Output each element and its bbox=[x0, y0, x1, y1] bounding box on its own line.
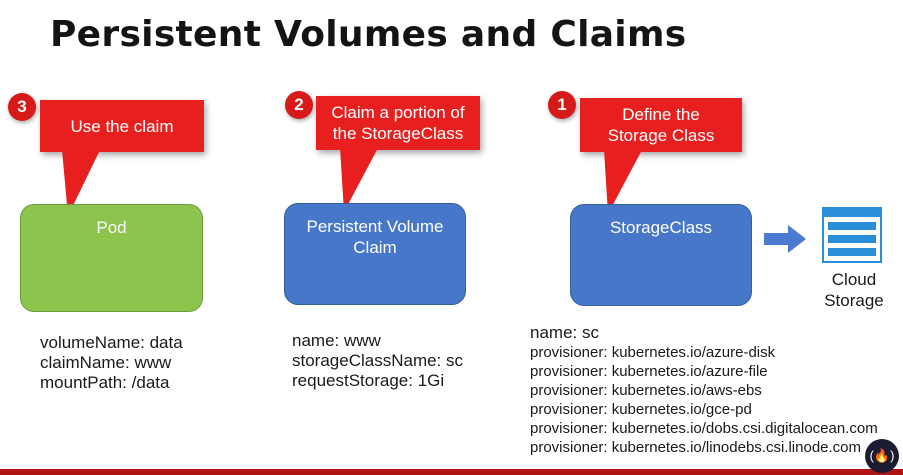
property-line: name: sc bbox=[530, 323, 599, 342]
pvc-label: Persistent Volume Claim bbox=[306, 217, 444, 257]
callout-text: Define the Storage Class bbox=[607, 105, 715, 145]
callout-claim-portion: Claim a portion of the StorageClass bbox=[316, 96, 480, 150]
freecodecamp-logo-icon: (🔥) bbox=[865, 439, 899, 473]
callout-use-the-claim: Use the claim bbox=[40, 100, 204, 152]
property-line: provisioner: kubernetes.io/linodebs.csi.… bbox=[530, 439, 862, 456]
property-line: name: www bbox=[292, 331, 381, 350]
callout-tail bbox=[604, 150, 642, 214]
property-line: provisioner: kubernetes.io/gce-pd bbox=[530, 401, 752, 418]
storage-class-properties: name: sc provisioner: kubernetes.io/azur… bbox=[530, 322, 878, 457]
callout-text: Use the claim bbox=[70, 116, 174, 136]
property-line: provisioner: kubernetes.io/dobs.csi.digi… bbox=[530, 420, 878, 437]
callout-tail bbox=[340, 148, 378, 212]
step-number-1: 1 bbox=[548, 91, 576, 119]
pvc-properties: name: www storageClassName: sc requestSt… bbox=[292, 331, 463, 391]
callout-tail bbox=[62, 150, 100, 216]
pod-properties: volumeName: data claimName: www mountPat… bbox=[40, 333, 183, 393]
arrow-right-icon bbox=[764, 225, 806, 253]
cloud-storage-icon bbox=[822, 207, 882, 263]
property-line: volumeName: data bbox=[40, 333, 183, 352]
pod-box: Pod bbox=[20, 204, 203, 312]
property-line: storageClassName: sc bbox=[292, 351, 464, 370]
property-line: requestStorage: 1Gi bbox=[292, 371, 445, 390]
pod-label: Pod bbox=[96, 218, 127, 237]
callout-define-storage-class: Define the Storage Class bbox=[580, 98, 742, 152]
cloud-storage-label: Cloud Storage bbox=[824, 270, 884, 310]
property-line: mountPath: /data bbox=[40, 373, 170, 392]
video-progress-bar bbox=[0, 469, 903, 475]
property-line: provisioner: kubernetes.io/aws-ebs bbox=[530, 382, 762, 399]
step-number-2: 2 bbox=[285, 91, 313, 119]
callout-text: Claim a portion of the StorageClass bbox=[331, 103, 465, 143]
property-line: claimName: www bbox=[40, 353, 172, 372]
property-line: provisioner: kubernetes.io/azure-file bbox=[530, 363, 768, 380]
page-title: Persistent Volumes and Claims bbox=[50, 14, 687, 55]
storage-class-label: StorageClass bbox=[609, 218, 713, 237]
step-number-3: 3 bbox=[8, 93, 36, 121]
persistent-volume-claim-box: Persistent Volume Claim bbox=[284, 203, 466, 305]
property-line: provisioner: kubernetes.io/azure-disk bbox=[530, 344, 776, 361]
storage-class-box: StorageClass bbox=[570, 204, 752, 306]
